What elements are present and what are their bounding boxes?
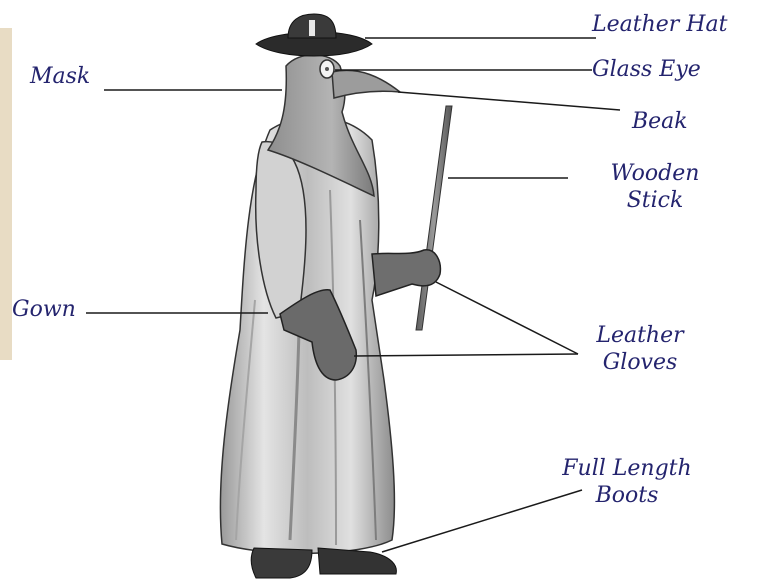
label-beak: Beak: [632, 108, 688, 135]
label-boots-line-1: Full Length: [542, 455, 712, 482]
beak: [332, 70, 400, 98]
leader-line-glove-1: [436, 282, 578, 354]
label-glass-eye: Glass Eye: [592, 56, 701, 83]
label-boots-line-2: Boots: [542, 482, 712, 509]
label-leather-gloves-line-2: Gloves: [575, 349, 705, 376]
glass-eye: [320, 60, 334, 78]
label-wooden-stick-line-2: Stick: [585, 187, 725, 214]
label-wooden-stick: Wooden Stick: [585, 160, 725, 214]
label-mask: Mask: [30, 63, 90, 90]
label-leather-gloves: Leather Gloves: [575, 322, 705, 376]
label-wooden-stick-line-1: Wooden: [585, 160, 725, 187]
glove-holding-stick: [372, 250, 440, 296]
label-gown: Gown: [12, 296, 76, 323]
leader-line-beak: [398, 92, 620, 110]
boots: [251, 548, 396, 578]
label-full-length-boots: Full Length Boots: [542, 455, 712, 509]
wooden-stick: [416, 106, 452, 330]
leather-hat: [256, 14, 372, 56]
label-leather-hat: Leather Hat: [592, 11, 727, 38]
label-leather-gloves-line-1: Leather: [575, 322, 705, 349]
leader-line-glove-2: [354, 354, 578, 356]
